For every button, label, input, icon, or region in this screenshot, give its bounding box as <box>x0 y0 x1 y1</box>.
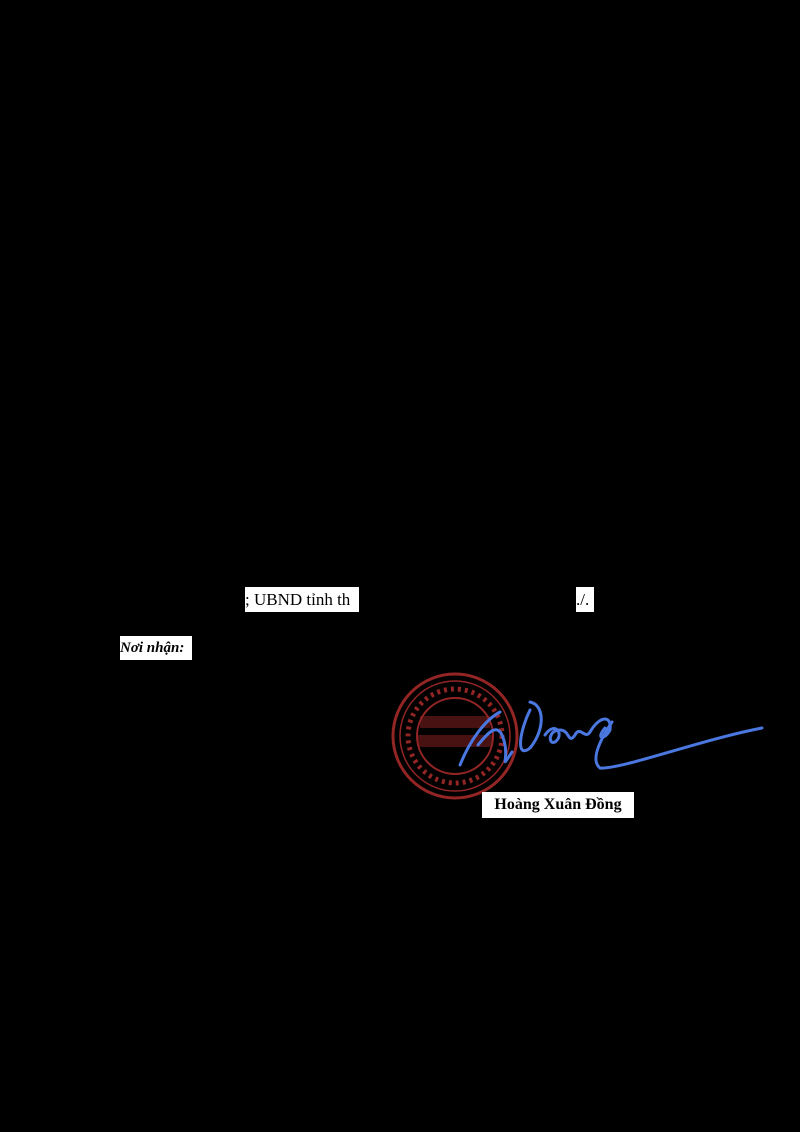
body-text-fragment: ; UBND tỉnh th <box>245 587 359 612</box>
signer-name: Hoàng Xuân Đồng <box>482 792 634 818</box>
recipients-label: Nơi nhận: <box>120 636 192 660</box>
official-stamp <box>391 672 519 800</box>
signature <box>458 700 764 770</box>
body-text-end: ./. <box>576 587 594 612</box>
